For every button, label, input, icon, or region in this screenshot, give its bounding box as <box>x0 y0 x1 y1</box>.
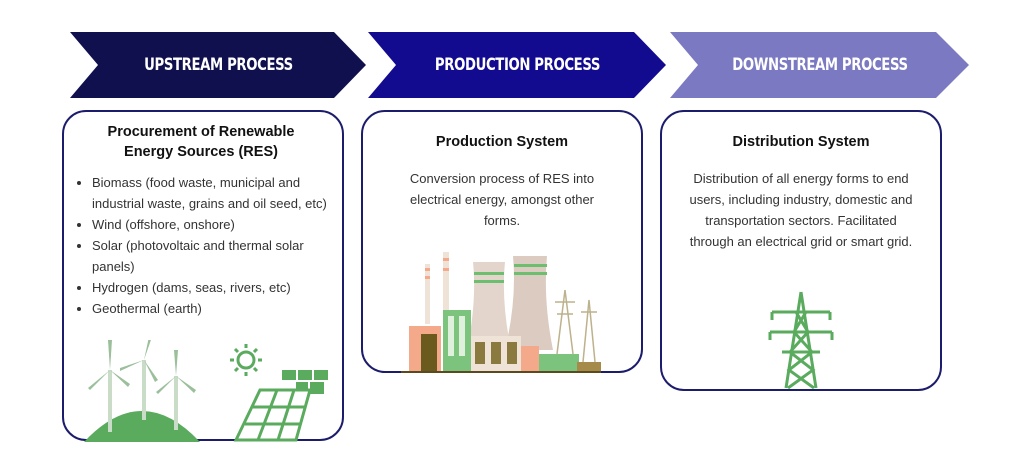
list-item: Solar (photovoltaic and thermal solar pa… <box>92 235 334 277</box>
list-item: Biomass (food waste, municipal and indus… <box>92 172 334 214</box>
stage-production: PRODUCTION PROCESS <box>368 32 667 98</box>
power-pylon-icon <box>768 291 834 390</box>
downstream-card: Distribution System Distribution of all … <box>660 110 942 391</box>
downstream-title: Distribution System <box>732 134 870 150</box>
chevron-shape <box>368 32 666 98</box>
list-item: Geothermal (earth) <box>92 298 334 319</box>
stage-label: DOWNSTREAM PROCESS <box>732 55 908 75</box>
downstream-description: Distribution of all energy forms to end … <box>689 171 913 249</box>
stage-upstream: UPSTREAM PROCESS <box>70 32 367 98</box>
production-title: Production System <box>435 134 569 150</box>
list-item: Wind (offshore, onshore) <box>92 214 334 235</box>
stage-downstream: DOWNSTREAM PROCESS <box>670 32 970 98</box>
list-item: Hydrogen (dams, seas, rivers, etc) <box>92 277 334 298</box>
solar-panel-icon <box>230 344 328 442</box>
wind-turbines-icon <box>84 340 200 442</box>
stage-label: UPSTREAM PROCESS <box>144 55 293 75</box>
upstream-card: Procurement of Renewable Energy Sources … <box>62 110 344 442</box>
power-plant-icon <box>401 252 601 373</box>
production-card: Production System Conversion process of … <box>361 110 643 373</box>
production-description: Conversion process of RES into electrica… <box>409 171 595 228</box>
stage-label: PRODUCTION PROCESS <box>434 55 601 75</box>
chevron-shape <box>70 32 366 98</box>
res-list: Biomass (food waste, municipal and indus… <box>68 172 334 319</box>
chevron-shape <box>670 32 969 98</box>
upstream-title: Procurement of Renewable Energy Sources … <box>107 124 295 160</box>
